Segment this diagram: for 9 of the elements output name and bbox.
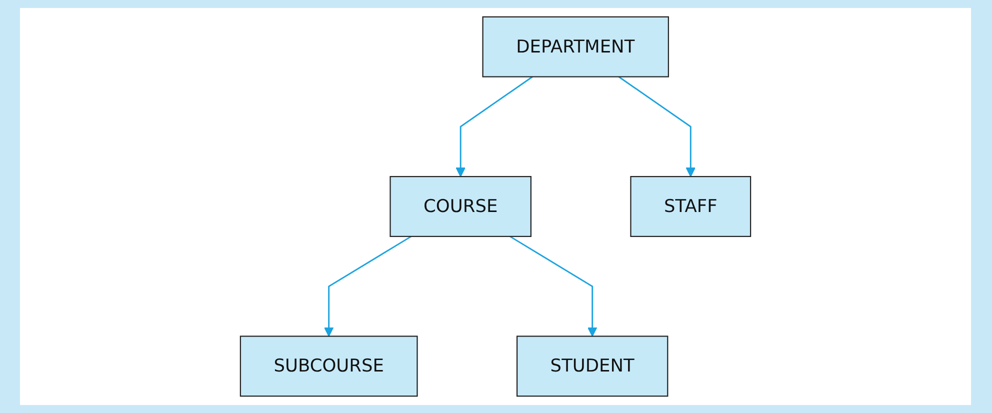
node-box: SUBCOURSE [240,336,418,397]
node-box: STAFF [630,176,752,237]
node-box: COURSE [390,176,532,237]
arrow [618,76,696,177]
arrow [456,76,533,177]
node-box: STUDENT [516,336,668,397]
arrow [510,236,598,337]
node-box: DEPARTMENT [482,16,669,78]
arrow [324,236,412,337]
